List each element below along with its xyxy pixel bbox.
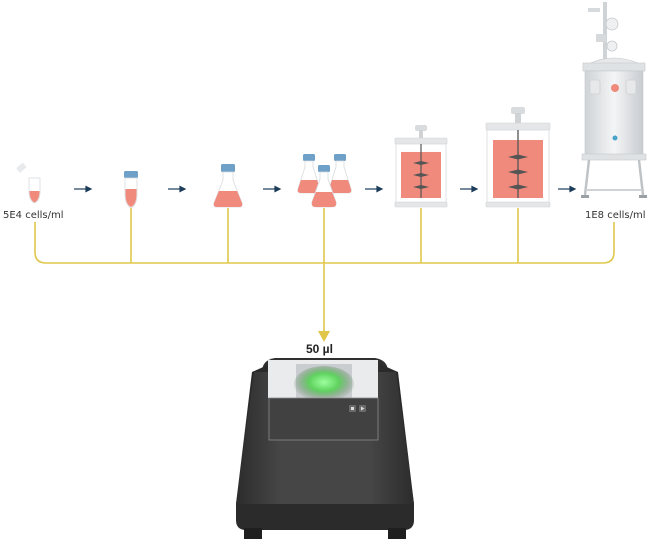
small-bioreactor-icon xyxy=(394,125,448,208)
arrow-right-icon xyxy=(263,185,282,193)
start-density-label: 5E4 cells/ml xyxy=(3,210,64,221)
flask-front-icon xyxy=(311,165,337,208)
flask-left-icon xyxy=(297,154,321,194)
control-panel xyxy=(268,397,379,441)
arrow-right-icon xyxy=(460,185,479,193)
pressure-gauge-icon xyxy=(605,17,619,31)
arrow-right-icon xyxy=(74,185,93,193)
device-foot-right xyxy=(388,528,406,539)
device-foot-left xyxy=(244,528,262,539)
sampling-connectors xyxy=(34,208,615,335)
medium-bioreactor-icon xyxy=(485,107,551,208)
industrial-bioreactor-icon xyxy=(581,2,647,198)
green-glow-indicator xyxy=(294,366,354,402)
gauge-icon xyxy=(606,40,618,52)
tilted-tube-icon xyxy=(16,162,41,204)
flask-group-icon xyxy=(297,154,352,208)
end-density-label: 1E8 cells/ml xyxy=(585,210,646,221)
process-arrows xyxy=(74,185,577,193)
status-light-blue-icon xyxy=(612,135,618,141)
erlenmeyer-flask-icon xyxy=(213,164,243,208)
arrow-right-icon xyxy=(558,185,577,193)
arrow-right-icon xyxy=(365,185,384,193)
arrow-right-icon xyxy=(168,185,187,193)
arrow-down-icon xyxy=(318,331,330,342)
sample-volume-label: 50 µl xyxy=(306,342,333,356)
play-icon xyxy=(361,406,365,411)
cell-analyzer-device xyxy=(236,358,414,539)
status-light-red-icon xyxy=(611,84,619,92)
eject-icon xyxy=(351,407,354,410)
centrifuge-tube-icon xyxy=(124,171,138,209)
flask-right-icon xyxy=(328,154,352,194)
